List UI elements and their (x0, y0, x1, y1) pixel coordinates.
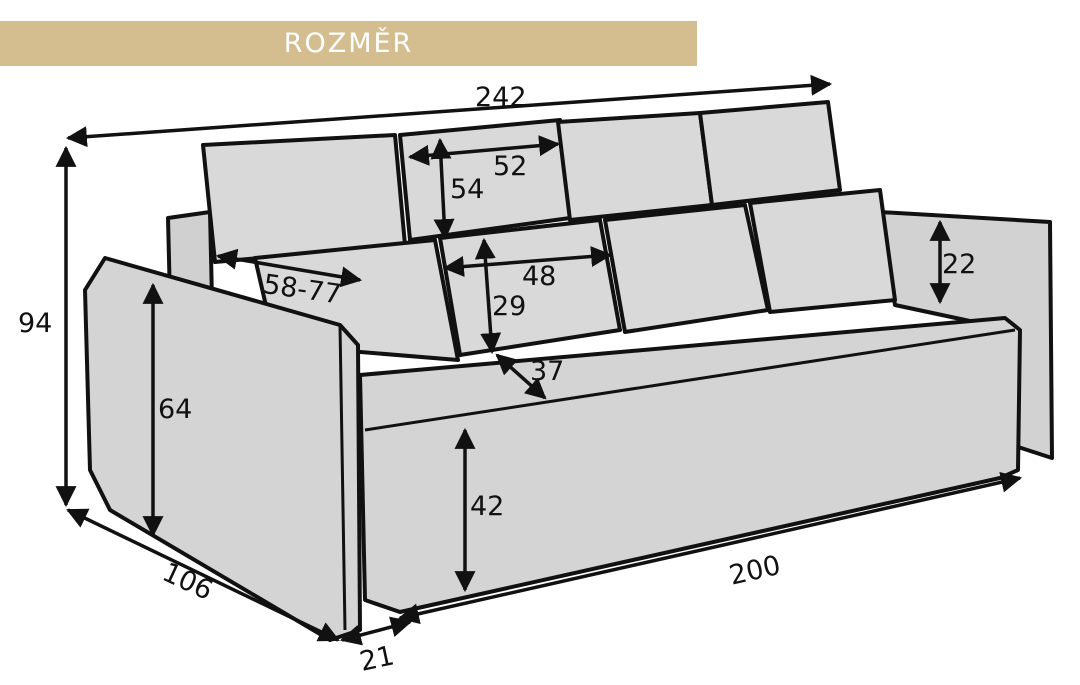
dim-line-leg (339, 616, 413, 646)
seat-base (358, 316, 1022, 614)
dim-line-back-pillow-height (430, 137, 455, 241)
dim-line-front-pillow-height (474, 237, 502, 355)
dim-line-front-pillow-width (442, 246, 613, 277)
dim-line-depth (66, 508, 340, 642)
front-pillow-3 (603, 203, 770, 334)
label-front-pillow-height: 29 (492, 291, 526, 322)
dim-line-seat-depth (495, 353, 547, 400)
dim-line-seat-width (397, 471, 1023, 625)
label-armrest-height: 64 (158, 394, 192, 425)
label-total-height: 94 (18, 308, 52, 339)
header-banner: ROZMĚR (0, 21, 697, 66)
label-seat-depth: 37 (530, 356, 564, 387)
back-pillow-1 (201, 133, 407, 264)
label-back-pillow-height: 54 (450, 174, 484, 205)
dimension-lines (55, 74, 1023, 646)
back-pillow-3 (556, 111, 714, 222)
dim-line-seat-depth-range (215, 248, 363, 288)
page-title: ROZMĚR (283, 28, 414, 59)
back-pillow-2 (398, 118, 572, 242)
label-leg-offset: 21 (357, 640, 397, 677)
label-total-width: 242 (475, 82, 527, 113)
label-armrest-above-seat: 22 (942, 249, 976, 280)
back-pillow-4 (698, 100, 842, 207)
front-pillow-4 (748, 188, 897, 314)
dim-line-total-width (65, 74, 833, 148)
label-front-pillow-width: 48 (522, 261, 556, 292)
label-back-pillow-width: 52 (493, 151, 527, 182)
label-seat-height: 42 (470, 491, 504, 522)
sofa-outline (83, 100, 1054, 642)
label-seat-width: 200 (726, 550, 783, 592)
